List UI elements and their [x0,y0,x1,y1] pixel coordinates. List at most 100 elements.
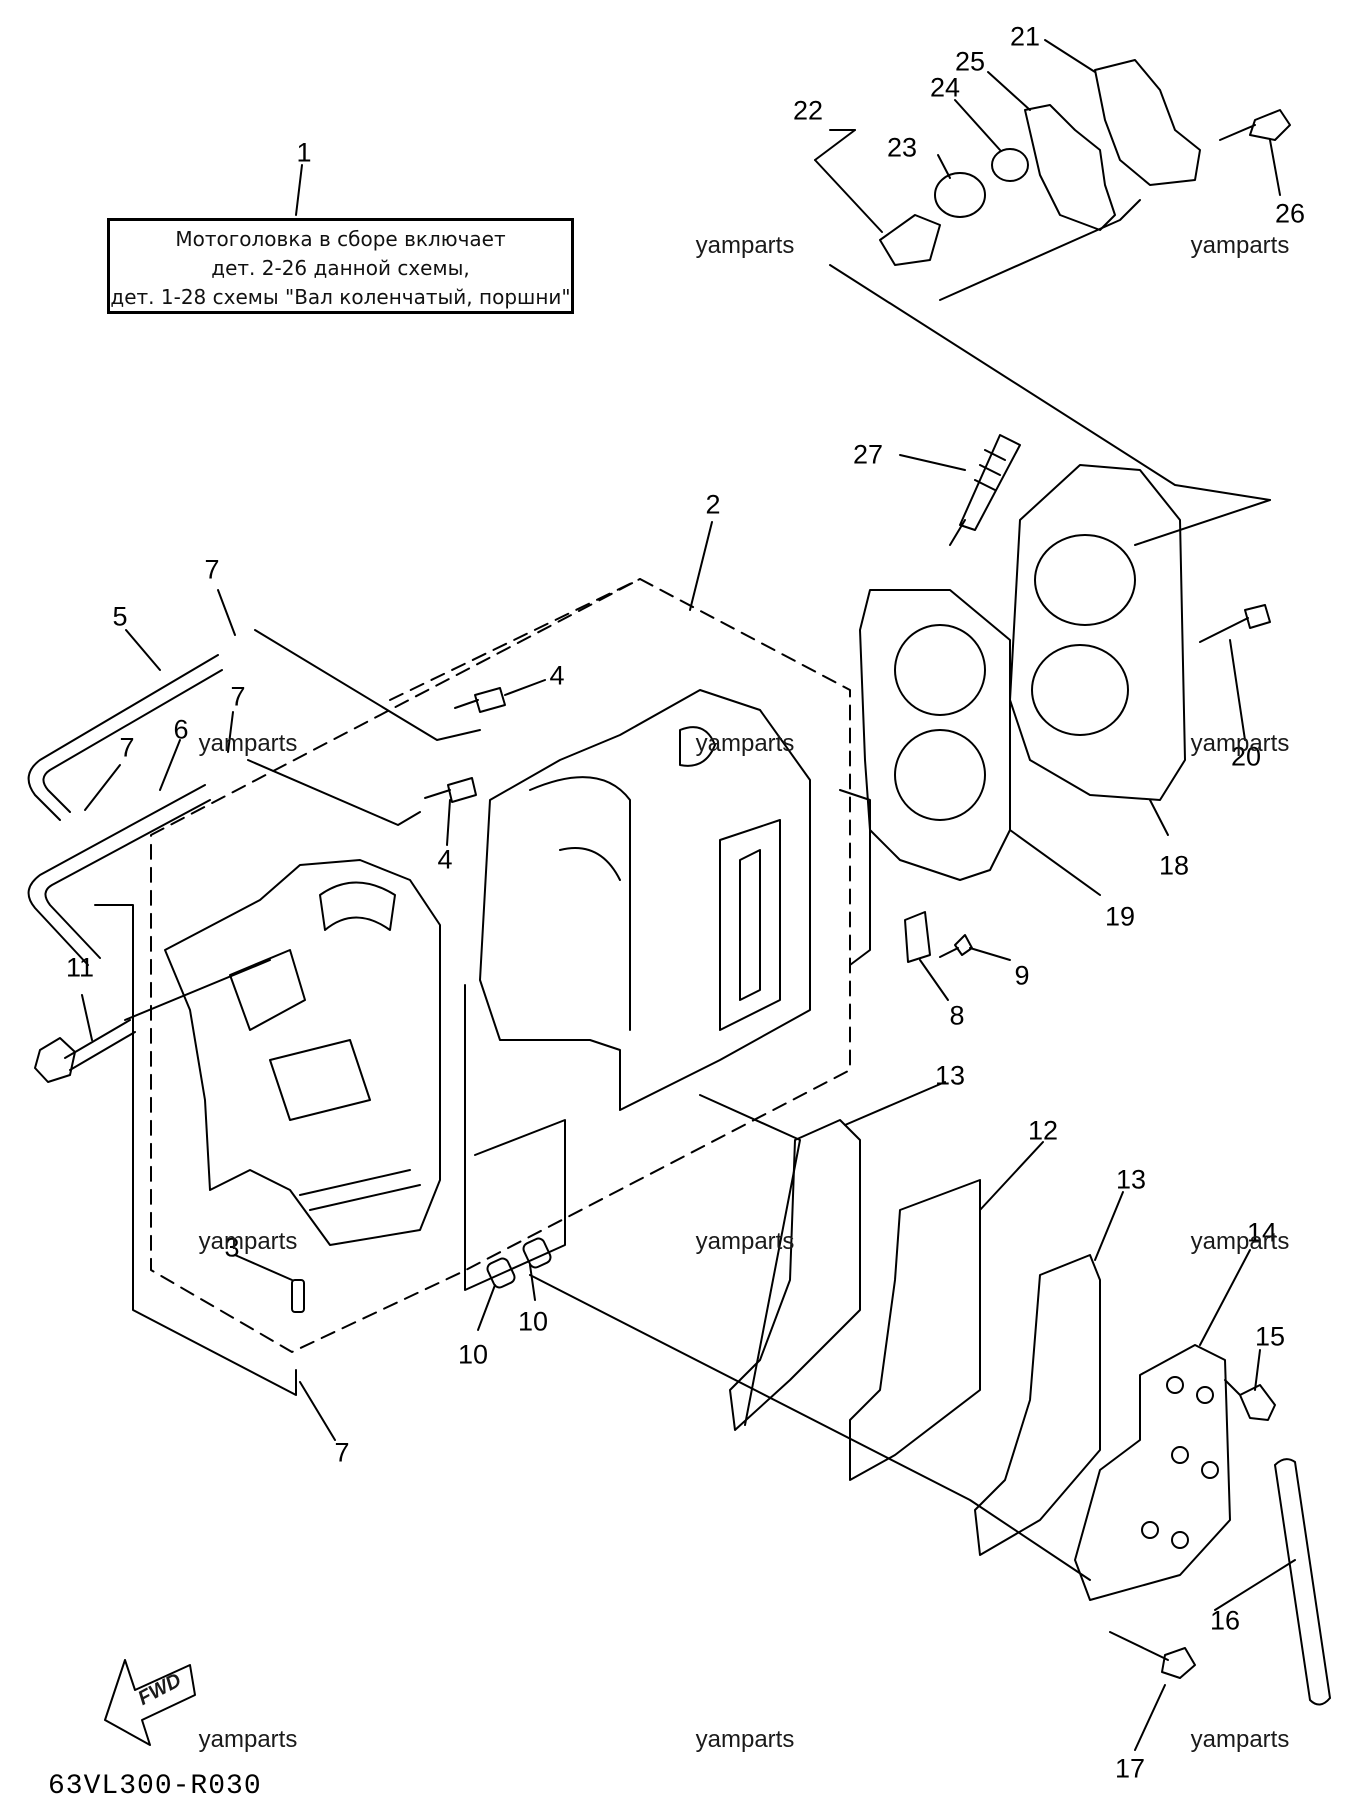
callout-5: 5 [112,601,128,632]
dowel-10-left [486,1257,516,1289]
bracket-8 [904,911,931,963]
callout-leader-22b [814,129,856,161]
cover-bolt-hole-6 [1171,1531,1189,1549]
fwd-arrow-icon [104,1659,196,1746]
callout-leader-5 [125,629,161,671]
callout-leader-13b [1094,1191,1124,1261]
callout-1: 1 [296,137,312,168]
callout-leader-17 [1134,1684,1166,1751]
plate-12 [849,1179,981,1481]
watermark-text: yamparts [695,1228,795,1255]
head-chamber-lower [1031,644,1129,736]
callout-leader-19 [1009,829,1101,896]
spark-plug-27 [949,434,1021,546]
callout-leader-13a [844,1081,946,1126]
callout-4-lower: 4 [437,844,453,875]
callout-12: 12 [1027,1115,1059,1146]
callout-22: 22 [792,95,824,126]
callout-leader-10b [529,1264,536,1301]
cover-bolt-hole-5 [1141,1521,1159,1539]
callout-leader-2 [689,521,713,611]
gasket-25 [1024,104,1116,231]
leader-13-left [699,1094,801,1426]
bolt-11 [34,1019,136,1083]
crankcase-half-outline [164,859,441,1246]
bolt-17 [1109,1631,1196,1679]
watermark-text: yamparts [1190,1726,1290,1753]
callout-leader-7d [299,1381,336,1441]
cylinder-block-outline [479,689,811,1111]
gasket-13-left [729,1119,861,1431]
leader-upper-chain-2 [939,199,1141,301]
callout-19: 19 [1104,901,1136,932]
cover-21 [1094,59,1201,186]
note-line-2: дет. 2-26 данной схемы, [211,256,470,280]
diagram-code: 63VL300-R030 [48,1771,262,1802]
callout-leader-22c [814,159,883,233]
bolt-26 [1219,109,1291,141]
callout-23: 23 [886,132,918,163]
callout-7-a: 7 [204,554,220,585]
callout-7-b: 7 [230,681,246,712]
leader-part-11 [124,959,271,1021]
callout-leader-12 [979,1141,1044,1211]
callout-10-right: 10 [517,1306,549,1337]
assembly-note-box: Мотоголовка в сборе включает дет. 2-26 д… [107,218,574,314]
watermark-text: yamparts [695,232,795,259]
watermark-text: yamparts [1190,1228,1290,1255]
callout-leader-16 [1214,1559,1296,1611]
callout-leader-7b [227,711,234,753]
watermark-text: yamparts [198,1228,298,1255]
leader-upper-chain [829,264,1271,501]
hose-6 [27,784,211,966]
callout-leader-24 [954,99,1001,151]
fitting-15 [1224,1379,1276,1421]
callout-3: 3 [224,1232,240,1263]
crankcase-half-detail [229,881,421,1211]
callout-leader-27 [899,454,966,471]
callout-leader-14 [1199,1249,1251,1346]
callout-11: 11 [65,952,95,983]
callout-16: 16 [1209,1605,1241,1636]
cover-bolt-hole-2 [1196,1386,1214,1404]
leader-hose-5 [254,629,481,741]
cover-bolt-hole-3 [1171,1446,1189,1464]
callout-7-d: 7 [334,1437,350,1468]
callout-leader-8 [919,959,949,1001]
callout-leader-25 [987,71,1031,111]
callout-leader-23 [937,154,951,179]
watermark-text: yamparts [198,1726,298,1753]
callout-13-left: 13 [934,1060,966,1091]
watermark-text: yamparts [1190,232,1290,259]
watermark-text: yamparts [695,730,795,757]
callout-21: 21 [1009,21,1041,52]
callout-2: 2 [705,489,721,520]
callout-13-right: 13 [1115,1164,1147,1195]
fitting-4-upper [454,687,506,713]
callout-17: 17 [1114,1753,1146,1784]
cover-bolt-hole-1 [1166,1376,1184,1394]
leader-hose-return [94,904,134,996]
callout-leader-6 [159,739,181,791]
callout-4-upper: 4 [549,660,565,691]
leader-10 [464,984,566,1291]
screw-9 [939,934,973,958]
callout-leader-4a [504,679,546,696]
callout-7-c: 7 [119,732,135,763]
dowel-10-right [522,1237,552,1269]
cylinder-block-detail [529,726,781,1031]
cover-14 [1074,1344,1231,1601]
callout-leader-21 [1044,39,1096,73]
thermostat-22 [879,214,941,266]
callout-leader-15 [1254,1349,1261,1391]
callout-leader-7c [84,764,121,811]
watermark-text: yamparts [198,730,298,757]
callout-9: 9 [1014,960,1030,991]
callout-27: 27 [852,439,884,470]
seal-24 [991,148,1029,182]
dowel-3 [291,1279,305,1313]
callout-26: 26 [1274,198,1306,229]
head-gasket-19 [859,589,1011,881]
leader-hose-6 [247,759,421,826]
